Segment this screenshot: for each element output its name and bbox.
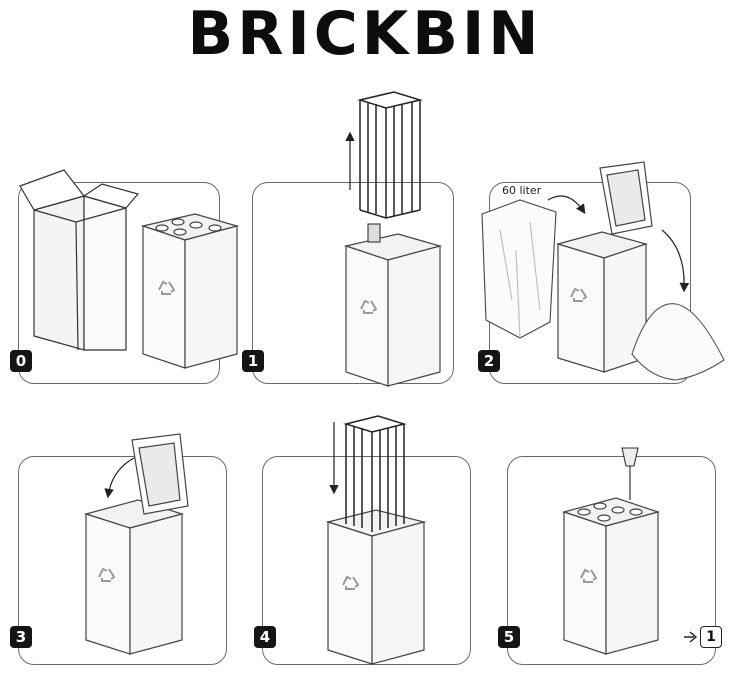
arrow-right-icon — [684, 631, 698, 643]
step-0-badge: 0 — [10, 350, 32, 372]
step-2-badge: 2 — [478, 350, 500, 372]
step-0-box-illustration — [19, 169, 140, 351]
step-1-badge: 1 — [242, 350, 264, 372]
step-4-badge: 4 — [254, 626, 276, 648]
step-5-badge: 5 — [498, 626, 520, 648]
next-step-indicator: 1 — [700, 626, 722, 648]
step-1-bin-illustration — [343, 223, 443, 387]
brand-title: BRICKBIN — [187, 0, 543, 69]
step-3-bin-illustration — [83, 433, 189, 655]
bag-capacity-label: 60 liter — [502, 184, 542, 197]
step-2-bin-illustration — [555, 161, 653, 373]
step-4-cage-illustration — [343, 415, 407, 532]
step-5-bin-illustration — [561, 497, 661, 655]
step-2-bag-illustration — [481, 199, 557, 339]
step-3-badge: 3 — [10, 626, 32, 648]
step-4-bin-illustration — [325, 509, 427, 665]
step-2-sack-illustration — [631, 303, 725, 381]
step-1-cage-illustration — [357, 91, 423, 219]
step-5-plug-illustration — [621, 447, 639, 500]
step-0-bin-illustration — [140, 213, 240, 369]
